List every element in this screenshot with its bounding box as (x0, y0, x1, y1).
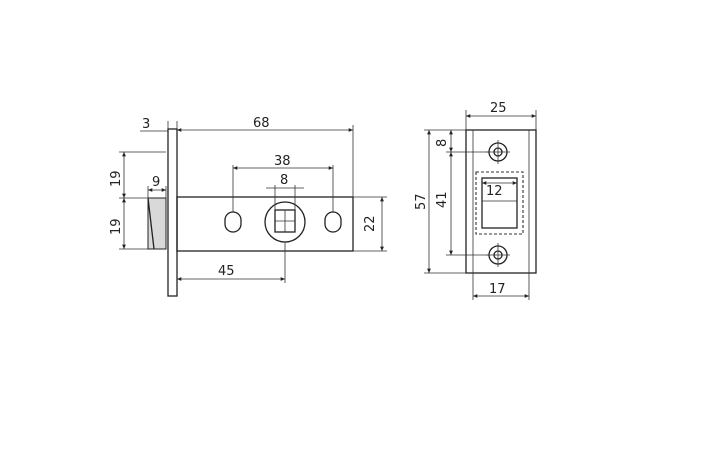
dim-backset-total: 68 (253, 116, 270, 131)
top-screw (486, 140, 510, 164)
bottom-screw (486, 243, 510, 267)
dim-latch-opening: 12 (486, 184, 503, 199)
lock-body (176, 196, 354, 252)
dim-spindle-offset: 45 (218, 264, 235, 279)
side-view: 3 68 19 19 9 38 8 22 (109, 116, 387, 297)
left-fixing-hole (224, 211, 242, 233)
right-fixing-hole (324, 211, 342, 233)
striking-plate (465, 129, 537, 274)
dim-latch-depth: 9 (152, 175, 160, 190)
front-view: 25 57 8 41 12 17 (414, 101, 537, 300)
dim-hole-spacing: 38 (274, 154, 291, 169)
dim-faceplate-thickness: 3 (142, 117, 150, 132)
latch-opening-outer (475, 171, 524, 235)
dim-screw-spacing: 41 (435, 191, 450, 208)
dim-spindle-size: 8 (280, 173, 288, 188)
faceplate (167, 128, 178, 297)
dim-plate-inner-width: 17 (489, 282, 506, 297)
dim-plate-height: 57 (414, 193, 429, 210)
dim-screw-offset: 8 (435, 139, 450, 147)
dim-body-height: 22 (363, 215, 378, 232)
latch-opening (481, 177, 518, 229)
dim-lower-height: 19 (109, 218, 124, 235)
dim-upper-height: 19 (109, 170, 124, 187)
dim-plate-width: 25 (490, 101, 507, 116)
